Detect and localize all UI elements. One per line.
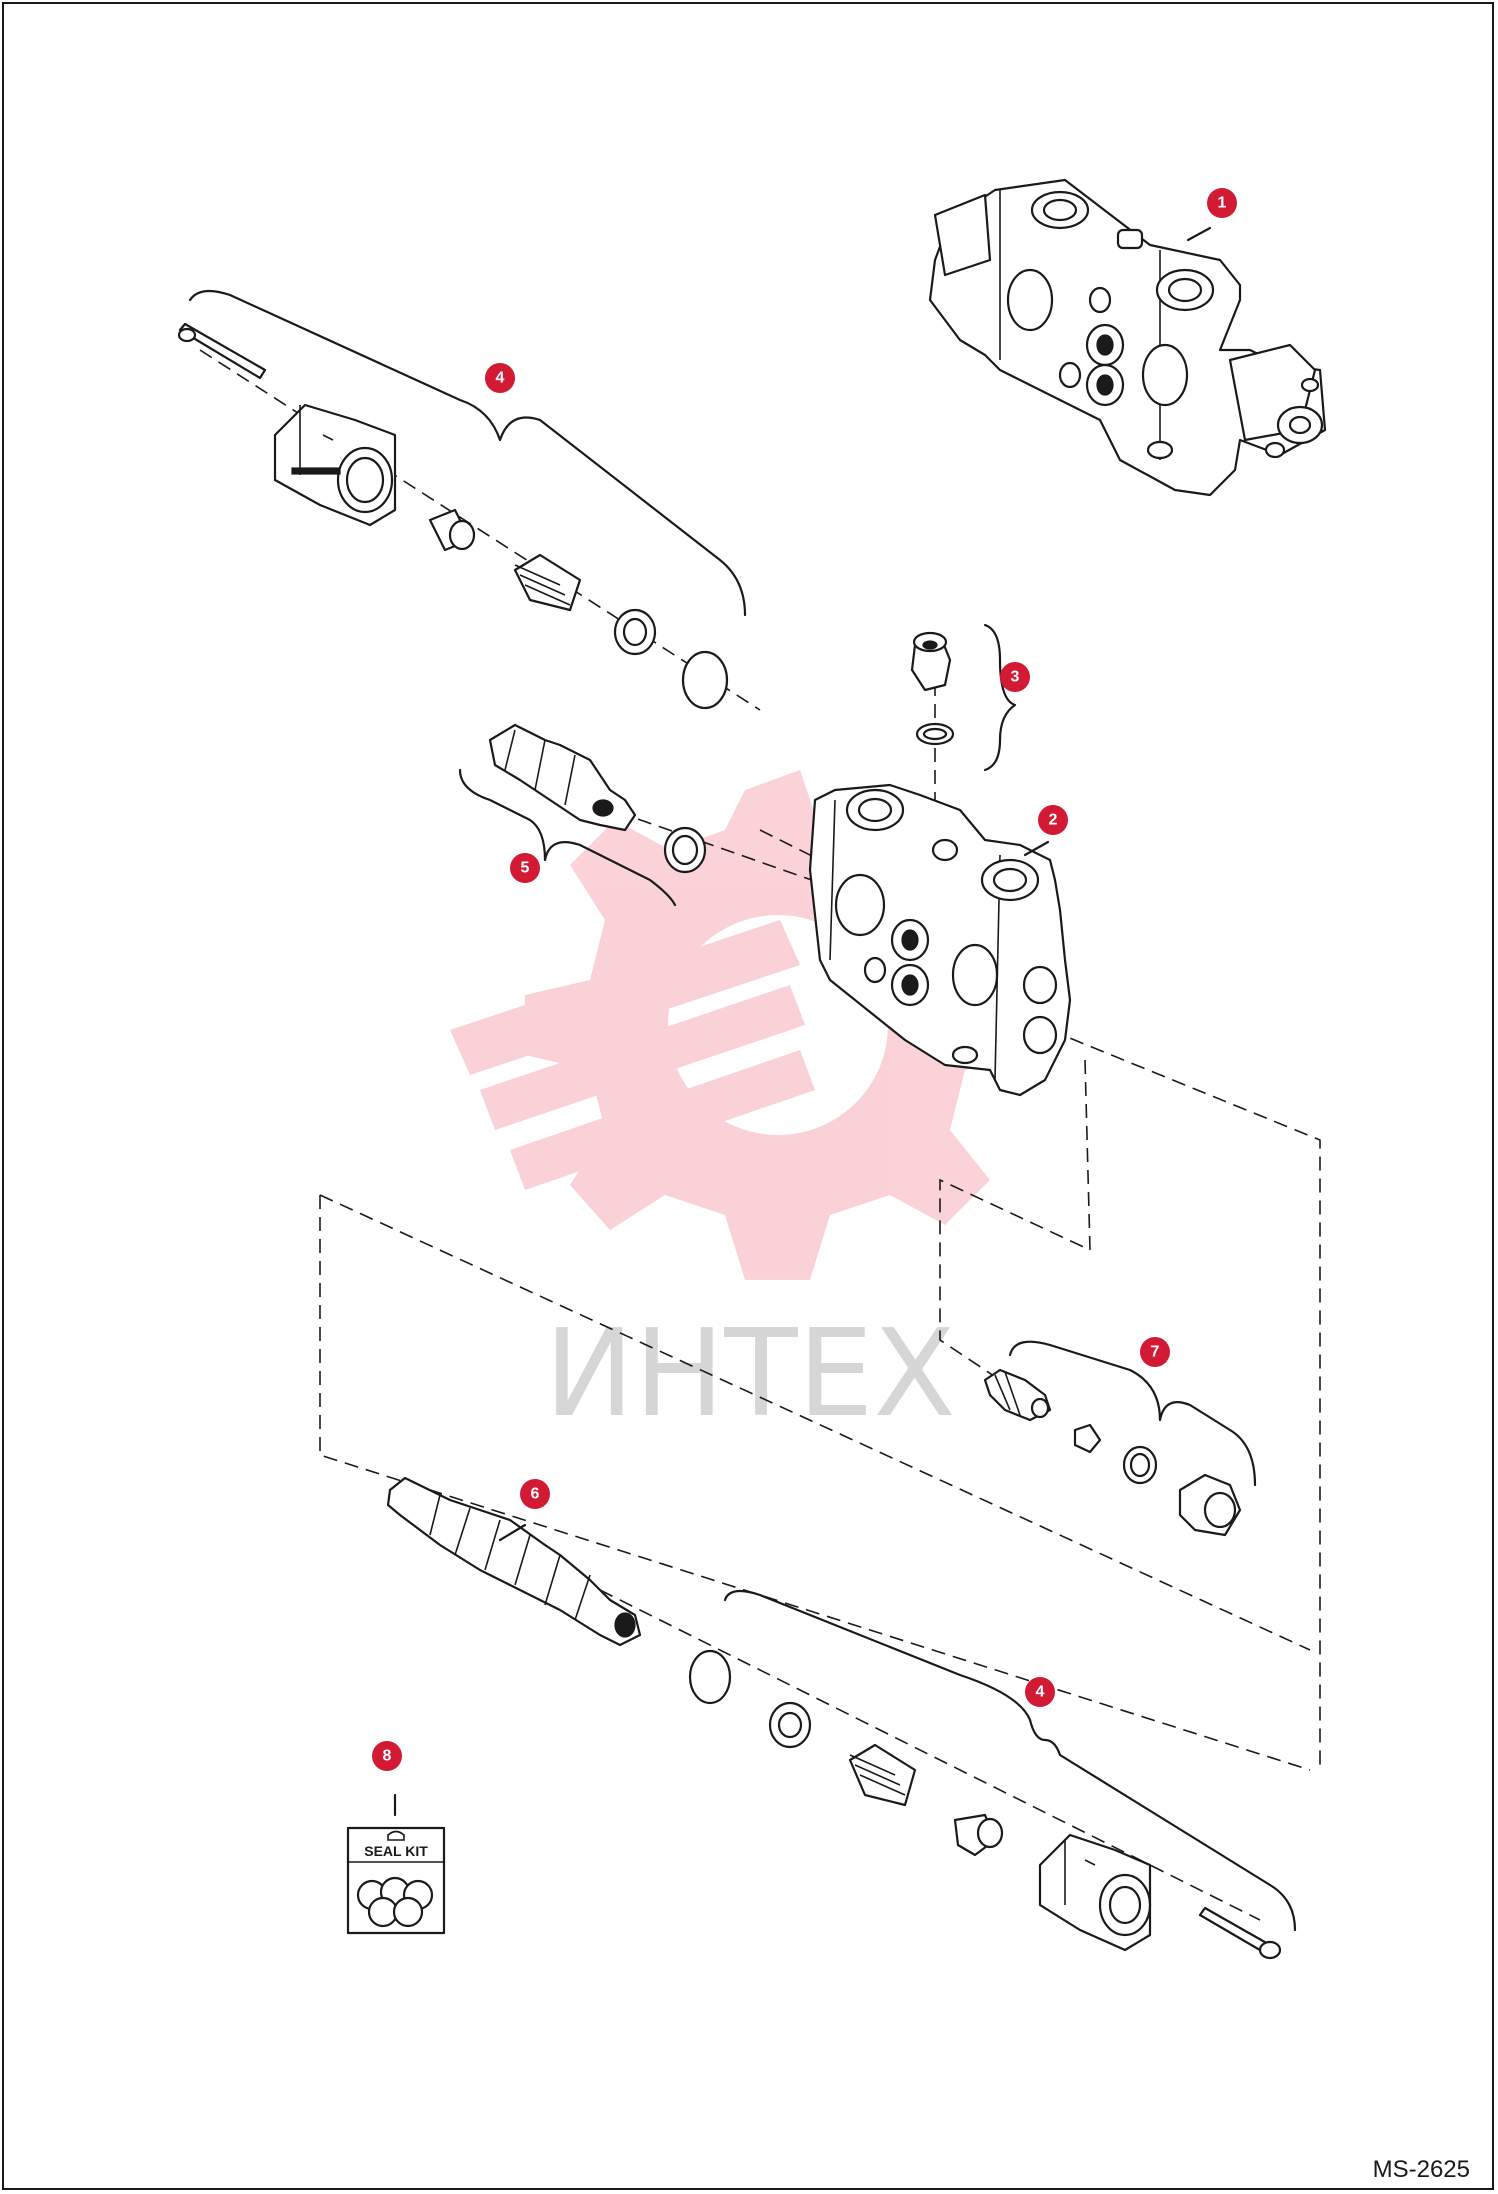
seal-kit-label: SEAL KIT	[364, 1843, 428, 1859]
part-end-cap-kit-lower	[688, 1649, 1282, 1960]
callout-4-upper: 4	[485, 363, 515, 393]
svg-text:4: 4	[496, 370, 505, 387]
part-control-valve-assembly	[928, 178, 1327, 497]
svg-text:8: 8	[383, 1748, 392, 1765]
document-code: MS-2625	[1372, 2156, 1470, 2183]
part-plug-kit	[910, 631, 955, 746]
svg-text:7: 7	[1151, 1344, 1160, 1361]
callout-2: 2	[1023, 805, 1068, 857]
part-spool	[386, 1476, 642, 1647]
svg-text:3: 3	[1011, 669, 1020, 686]
callout-4-lower: 4	[1025, 1677, 1055, 1707]
svg-text:1: 1	[1218, 195, 1227, 212]
svg-text:6: 6	[531, 1486, 540, 1503]
brackets	[188, 289, 1297, 1932]
part-valve-section	[808, 783, 1072, 1097]
watermark-text: ИНТЕХ	[544, 1305, 955, 1444]
part-check-valve-kit	[983, 1368, 1242, 1537]
callout-8: 8	[372, 1741, 402, 1771]
part-end-cap-kit-upper	[177, 322, 729, 710]
svg-text:5: 5	[521, 860, 530, 877]
callout-6: 6	[498, 1479, 550, 1542]
callout-7: 7	[1140, 1337, 1170, 1367]
svg-text:2: 2	[1049, 812, 1058, 829]
callout-1: 1	[1186, 188, 1237, 242]
part-seal-kit: SEAL KIT	[346, 1793, 446, 1935]
callout-3: 3	[1000, 662, 1030, 692]
part-relief-valve-kit	[488, 723, 707, 874]
callout-5: 5	[510, 853, 540, 883]
svg-text:4: 4	[1036, 1684, 1045, 1701]
